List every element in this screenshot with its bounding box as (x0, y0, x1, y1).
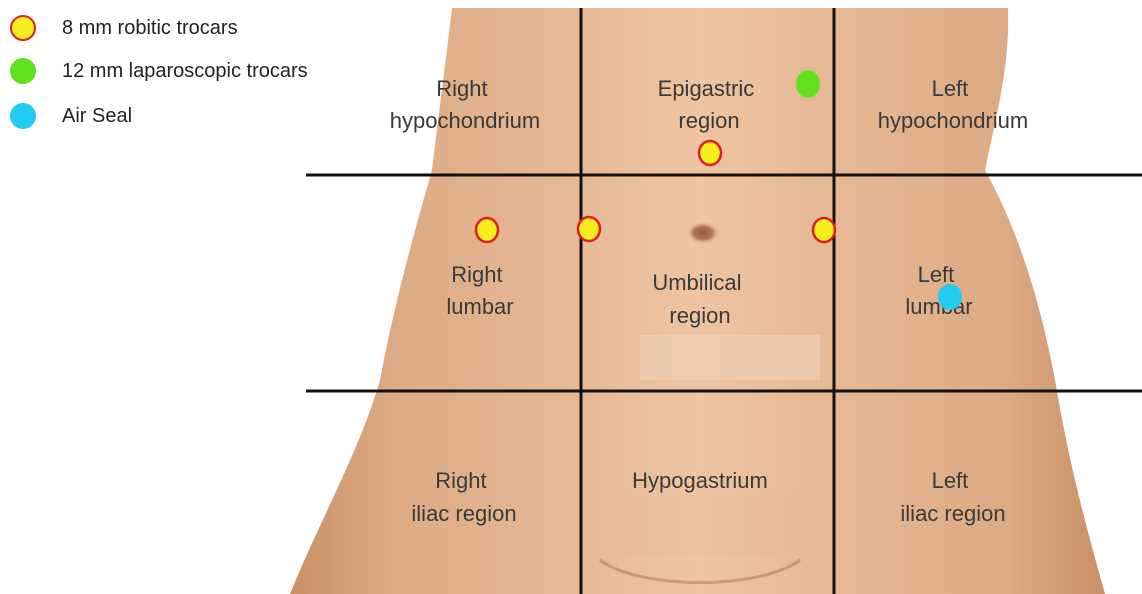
robotic-trocar-marker-epigastric (699, 141, 721, 165)
robotic-trocar-marker-right-lumbar (476, 218, 498, 242)
region-label-hypogastrium: Hypogastrium (632, 468, 768, 493)
robotic-trocar-marker-right-umbilical (578, 217, 600, 241)
laparoscopic-trocar-marker (796, 70, 820, 98)
navel (687, 222, 719, 244)
patch-umbilical (640, 335, 820, 380)
air-seal-marker (938, 284, 962, 310)
robotic-trocar-marker-left-umbilical (813, 218, 835, 242)
patch-hypogastrium (612, 495, 822, 555)
